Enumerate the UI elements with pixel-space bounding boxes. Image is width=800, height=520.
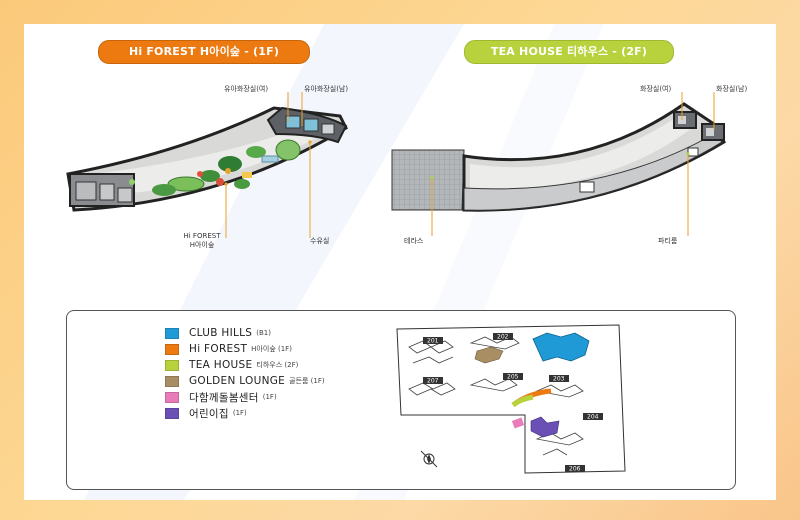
legend-item-tea-house: TEA HOUSE 티하우스 (2F) (165, 357, 325, 373)
legend-item-daycare: 어린이집 (1F) (165, 405, 325, 421)
compass-icon (420, 450, 438, 468)
building-tag-204: 204 (587, 414, 599, 421)
building-tag-202: 202 (497, 334, 509, 341)
building-tag-207: 207 (427, 378, 439, 385)
building-tag-206: 206 (569, 466, 581, 473)
site-map-daycare-area (530, 416, 560, 438)
forest-callout-restroom-male: 유아화장실(남) (304, 85, 349, 93)
site-map-club-hills-area (532, 332, 590, 362)
forest-callout-play-area-line1: Hi FOREST (183, 232, 221, 240)
complex-site-map: 201 202 203 207 205 204 206 (396, 324, 626, 474)
site-map-tea-house-area (511, 394, 534, 408)
tea-house-floor-title: TEA HOUSE 티하우스 - (2F) (464, 40, 674, 64)
building-tag-205: 205 (507, 374, 519, 381)
legend-swatch-golden-lounge (165, 375, 179, 387)
tea-house-floor-plan (391, 92, 727, 236)
tea-callout-party-room: 파티룸 (658, 237, 678, 245)
tea-callout-restroom-male: 화장실(남) (716, 85, 748, 93)
hi-forest-floor-title: Hi FOREST H아이숲 - (1F) (98, 40, 310, 64)
legend-label: TEA HOUSE (189, 359, 253, 371)
facility-legend-box: CLUB HILLS (B1) Hi FOREST H아이숲 (1F) TEA … (66, 310, 736, 490)
legend-item-hi-forest: Hi FOREST H아이숲 (1F) (165, 341, 325, 357)
legend-label: 다함께돌봄센터 (189, 391, 259, 404)
forest-callout-play-area-line2: H아이숲 (189, 241, 215, 249)
legend-sublabel: 티하우스 (2F) (256, 361, 299, 369)
legend-sublabel: (B1) (256, 329, 271, 337)
legend-swatch-care-center (165, 391, 179, 403)
legend-label: 어린이집 (189, 407, 229, 420)
site-map-care-center-area (511, 417, 525, 429)
legend-sublabel: (1F) (232, 409, 247, 417)
forest-callout-play-area: Hi FOREST H아이숲 (172, 232, 232, 250)
floor-plan-panel: Hi FOREST H아이숲 - (1F) TEA HOUSE 티하우스 - (… (24, 24, 776, 500)
site-map-golden-lounge-area (474, 346, 504, 364)
forest-callout-nursing-room: 수유실 (310, 237, 330, 245)
legend-swatch-tea-house (165, 359, 179, 371)
legend-list: CLUB HILLS (B1) Hi FOREST H아이숲 (1F) TEA … (165, 325, 325, 421)
legend-sublabel: (1F) (262, 393, 277, 401)
tea-callout-terrace: 테라스 (404, 237, 424, 245)
building-tag-201: 201 (427, 338, 439, 345)
legend-item-golden-lounge: GOLDEN LOUNGE 골든룸 (1F) (165, 373, 325, 389)
legend-swatch-club-hills (165, 327, 179, 339)
legend-label: GOLDEN LOUNGE (189, 375, 286, 387)
legend-swatch-hi-forest (165, 343, 179, 355)
legend-label: CLUB HILLS (189, 327, 253, 339)
legend-item-care-center: 다함께돌봄센터 (1F) (165, 389, 325, 405)
legend-sublabel: 골든룸 (1F) (289, 377, 325, 385)
tea-callout-restroom-female: 화장실(여) (640, 85, 672, 93)
legend-sublabel: H아이숲 (1F) (251, 345, 292, 353)
forest-callout-restroom-female: 유아화장실(여) (224, 85, 269, 93)
hi-forest-floor-plan (66, 92, 348, 238)
legend-label: Hi FOREST (189, 343, 248, 355)
legend-swatch-daycare (165, 407, 179, 419)
legend-item-club-hills: CLUB HILLS (B1) (165, 325, 325, 341)
building-tag-203: 203 (553, 376, 565, 383)
